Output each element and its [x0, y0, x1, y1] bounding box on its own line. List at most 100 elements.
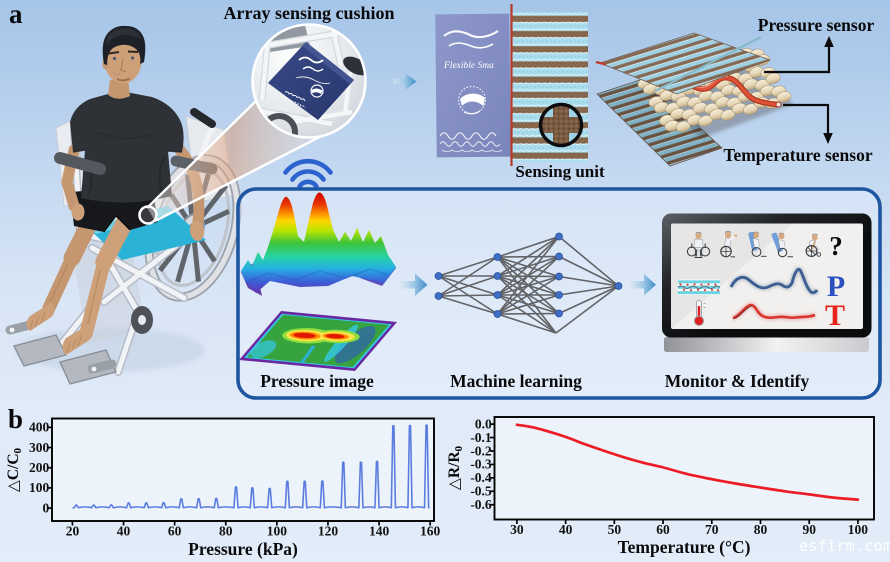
x-tick-label: 50 — [608, 522, 622, 537]
nn-node — [493, 291, 502, 299]
neural-network-diagram — [434, 232, 623, 334]
plot-area — [52, 418, 434, 521]
sensing-unit-label: Sensing unit — [515, 162, 605, 181]
nn-node — [555, 309, 563, 318]
panel-a-label: a — [9, 0, 23, 29]
y-tick-label: 100 — [29, 480, 50, 495]
nn-node — [614, 282, 623, 290]
resistance-y-axis-title: △R/R0 — [446, 445, 465, 490]
y-tick-label: -0.1 — [470, 430, 492, 445]
needle-line — [654, 36, 762, 92]
nn-node — [493, 272, 502, 280]
capacitance-y-axis-title: △C/C0 — [5, 447, 24, 492]
x-tick-label: 60 — [656, 522, 670, 537]
woven-fabric-3d — [595, 32, 794, 167]
posture-icons — [686, 230, 822, 258]
wheelchair-user-illustration — [5, 25, 242, 385]
x-tick-label: 70 — [705, 522, 719, 537]
cover-brand-text: Flexible Sma — [443, 61, 494, 71]
nn-node — [493, 253, 502, 261]
question-mark: ? — [829, 231, 843, 261]
posture-icon-reclined — [748, 231, 767, 257]
plot-curves — [72, 424, 430, 509]
plot-frame — [51, 417, 435, 522]
left-foot — [26, 302, 55, 331]
y-axis-title-main: △R/R — [446, 451, 463, 490]
nn-node — [555, 291, 563, 299]
nn-node — [555, 252, 563, 261]
monitor: ? — [662, 213, 872, 352]
posture-icon-sitting-upright — [686, 231, 711, 258]
inset-cushion — [268, 42, 354, 120]
y-tick-label: 0.0 — [475, 416, 492, 431]
cover-emblem — [457, 85, 487, 115]
nn-node — [434, 292, 443, 300]
y-tick-label: -0.5 — [470, 484, 492, 499]
x-tick-label: 60 — [168, 524, 182, 539]
x-tick-label: 80 — [754, 522, 768, 537]
pressure-curve-icon — [728, 266, 820, 296]
head — [102, 25, 146, 84]
y-tick-label: 300 — [29, 440, 50, 455]
temperature-sensor-connector — [783, 103, 833, 144]
yarn — [776, 91, 792, 103]
machine-learning-label: Machine learning — [450, 371, 582, 391]
arrow-right-icon — [393, 73, 417, 90]
magnifier-source-circle — [138, 205, 158, 225]
y-tick-label: 200 — [29, 460, 50, 475]
x-tick-label: 20 — [66, 524, 80, 539]
thermometer-icon — [693, 300, 706, 326]
nn-node — [493, 310, 502, 318]
magnifier-callout — [138, 23, 367, 225]
y-tick-label: -0.3 — [470, 457, 492, 472]
plot-frame — [493, 416, 875, 521]
pressure-sensor-label: Pressure sensor — [758, 15, 875, 35]
sensing-unit-circle — [538, 102, 584, 148]
x-tick-label: 140 — [369, 524, 390, 539]
t-label: T — [825, 299, 845, 332]
arrow-right-icon — [630, 274, 656, 296]
nn-edges — [438, 235, 620, 334]
pressure-sensor-connector — [764, 36, 834, 74]
x-tick-label: 90 — [802, 522, 816, 537]
nn-node — [555, 272, 563, 281]
monitor-stand — [664, 337, 869, 352]
nn-node — [434, 272, 443, 280]
p-label: P — [827, 270, 845, 303]
x-tick-label: 80 — [219, 524, 233, 539]
array-sensing-cushion-title: Array sensing cushion — [223, 3, 394, 23]
y-tick-label: -0.2 — [470, 443, 492, 458]
t-shirt — [70, 93, 184, 203]
sensor-array-fabric — [510, 4, 588, 166]
y-tick-label: 400 — [29, 420, 50, 435]
posture-icon-lying-back — [771, 232, 793, 258]
pressure-image-label: Pressure image — [260, 371, 374, 391]
footplates — [5, 321, 117, 385]
pressure-surface-plot — [241, 192, 396, 296]
monitor-screen — [671, 223, 863, 329]
pressure-x-axis-title: Pressure (kPa) — [188, 539, 298, 559]
temperature-curve-icon — [732, 302, 816, 321]
x-tick-label: 100 — [267, 524, 288, 539]
nn-node — [555, 232, 563, 241]
right-foot — [62, 324, 94, 355]
monitor-identify-label: Monitor & Identify — [665, 371, 810, 391]
temperature-x-axis-title: Temperature (°C) — [618, 537, 751, 557]
x-tick-label: 100 — [848, 522, 869, 537]
x-tick-label: 30 — [510, 522, 524, 537]
temperature-sensor-label: Temperature sensor — [723, 145, 872, 165]
panel-b-label: b — [8, 404, 23, 434]
x-tick-label: 120 — [318, 524, 339, 539]
left-armrest — [54, 152, 106, 175]
yarn — [765, 72, 781, 84]
x-tick-label: 40 — [559, 522, 573, 537]
pressure-map-2d — [239, 311, 397, 371]
posture-icon-leaning-forward — [805, 233, 822, 258]
resistance-curve — [515, 423, 860, 501]
plot-curves — [515, 423, 860, 501]
cushion-cover: Flexible Sma — [435, 13, 511, 158]
